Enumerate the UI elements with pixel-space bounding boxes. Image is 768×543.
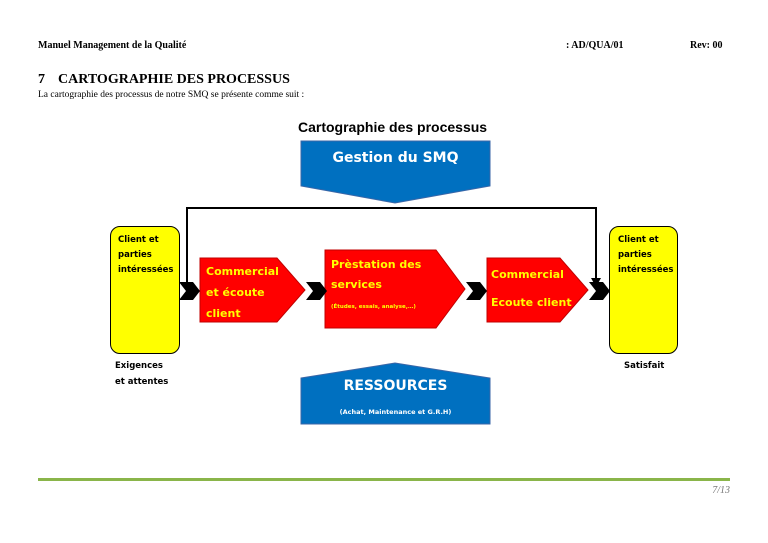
left-box-line: intéressées: [118, 265, 174, 275]
process3-shape: [486, 257, 589, 323]
process1-line: Commercial: [206, 265, 279, 278]
left-caption: Exigences et attentes: [115, 358, 168, 390]
process1-line: et écoute: [206, 286, 265, 299]
diagram-title: Cartographie des processus: [298, 119, 488, 135]
section-heading: 7 CARTOGRAPHIE DES PROCESSUS: [38, 72, 290, 88]
process1-label: Commercial et écoute client: [206, 261, 279, 324]
process2-sublabel: (Études, essais, analyse,…): [331, 304, 416, 310]
process2-line: services: [331, 278, 382, 291]
section-number: 7: [38, 72, 45, 87]
process3-line: Ecoute client: [491, 296, 572, 309]
revision-number: Rev: 00: [690, 40, 723, 51]
top-banner-label: Gestion du SMQ: [332, 150, 459, 166]
process1-shape: [199, 257, 306, 323]
left-caption-line: et attentes: [115, 377, 169, 387]
left-stakeholder-box: Client et parties intéressées: [110, 226, 180, 354]
process2-label: Prèstation des services: [331, 255, 421, 295]
left-box-line: Client et: [118, 235, 159, 245]
chevron-1: [179, 282, 200, 300]
chevron-3: [466, 282, 487, 300]
right-stakeholder-box: Client et parties intéressées: [609, 226, 678, 354]
page-number: 7/13: [712, 485, 730, 496]
process2-shape: [324, 249, 466, 329]
right-box-line: Client et: [618, 235, 659, 245]
process1-line: client: [206, 307, 241, 320]
process3-label: Commercial Ecoute client: [491, 261, 572, 317]
left-box-line: parties: [118, 250, 152, 260]
bottom-banner-sublabel: (Achat, Maintenance et G.R.H): [339, 408, 452, 416]
document-reference: : AD/QUA/01: [566, 40, 624, 51]
right-box-line: parties: [618, 250, 652, 260]
right-box-line: intéressées: [618, 265, 674, 275]
left-caption-line: Exigences: [115, 361, 163, 371]
section-title: CARTOGRAPHIE DES PROCESSUS: [58, 72, 290, 87]
process2-line: Prèstation des: [331, 258, 422, 271]
top-banner-shape: [300, 140, 491, 204]
right-caption: Satisfait: [624, 361, 665, 371]
chevron-4: [589, 282, 610, 300]
header-title: Manuel Management de la Qualité: [38, 40, 187, 51]
process3-line: Commercial: [491, 268, 564, 281]
bottom-banner-shape: [300, 362, 491, 425]
intro-text: La cartographie des processus de notre S…: [38, 90, 305, 100]
feedback-loop-line: [186, 207, 597, 283]
footer-divider: [38, 478, 730, 481]
bottom-banner-label: RESSOURCES: [343, 378, 448, 394]
chevron-2: [306, 282, 327, 300]
